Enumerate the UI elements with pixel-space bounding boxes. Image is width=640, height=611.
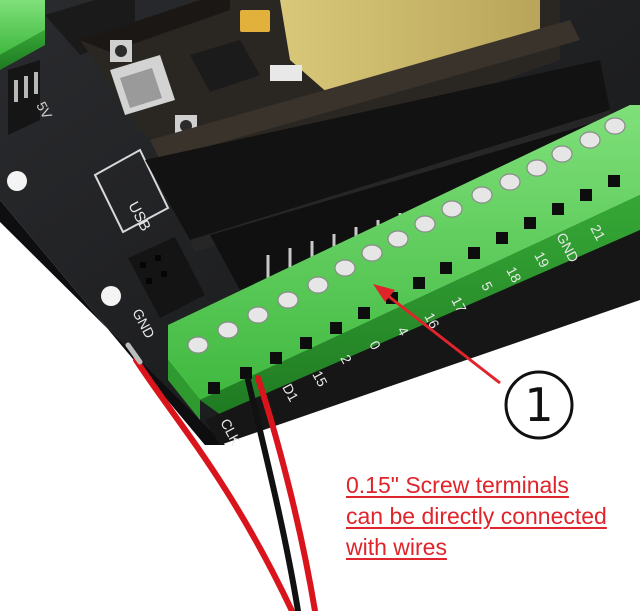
callout-number: 1 bbox=[524, 378, 554, 432]
screw-terminal-strip bbox=[168, 105, 640, 420]
mounting-hole-bottom bbox=[101, 286, 121, 306]
caption-line-1: 0.15" Screw terminals bbox=[346, 472, 569, 498]
stripped-wire-end bbox=[125, 342, 143, 365]
pin-label-17: 17 bbox=[448, 294, 470, 315]
pin-label-21: 21 bbox=[587, 222, 609, 243]
five-v-label: 5V bbox=[33, 99, 55, 122]
callout-circle bbox=[504, 370, 574, 440]
mounting-hole-left bbox=[7, 171, 27, 191]
terminal-screws bbox=[187, 117, 626, 354]
pin-label-strip bbox=[205, 230, 640, 445]
red-wire-right bbox=[255, 375, 318, 611]
red-wire-left bbox=[133, 357, 295, 611]
wires bbox=[125, 342, 318, 611]
esp32-module bbox=[80, 0, 580, 185]
callout-arrow bbox=[373, 284, 501, 385]
caption-line-3: with wires bbox=[346, 534, 447, 560]
pin-label-d1: D1 bbox=[279, 381, 302, 405]
terminal-strip-top-left bbox=[0, 0, 45, 70]
pin-label-19: 19 bbox=[531, 249, 553, 270]
caption-line-2: can be directly connected bbox=[346, 503, 607, 529]
pin-label-15: 15 bbox=[309, 368, 331, 389]
caption-text: 0.15" Screw terminals can be directly co… bbox=[346, 470, 638, 563]
black-wire bbox=[245, 377, 301, 611]
pin-label-18: 18 bbox=[503, 264, 525, 285]
header-block-left bbox=[128, 237, 205, 318]
